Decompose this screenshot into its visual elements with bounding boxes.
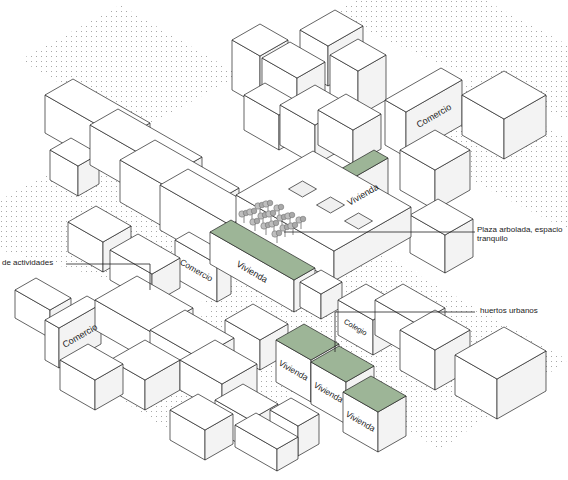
green-roof [210, 220, 315, 280]
callout-label: huertos urbanos [478, 306, 540, 315]
building-roof [455, 327, 546, 379]
courtyard [345, 213, 373, 229]
leader-line [335, 312, 475, 352]
tree-crown [300, 216, 306, 222]
tree-crown [276, 230, 282, 236]
tree-crown [289, 212, 295, 218]
building-block [343, 376, 406, 452]
callout-label: Plaza arbolada, espacio tranquilo [475, 225, 565, 243]
tree-group [239, 200, 306, 243]
tree [288, 222, 298, 235]
building-roof [262, 42, 325, 78]
building-label: Vivienda [235, 259, 270, 285]
tree-crown [254, 218, 260, 224]
building-block [60, 344, 123, 410]
leader-line [66, 264, 150, 290]
courtyard [317, 197, 345, 213]
building-roof [410, 199, 473, 235]
building-roof [236, 151, 411, 251]
building-roof [180, 340, 257, 384]
tree [272, 230, 282, 243]
tree-crown [270, 210, 276, 216]
building-label: Vivienda [277, 359, 310, 384]
building-roof [68, 206, 131, 242]
building-roof [462, 71, 546, 119]
leader-group [66, 232, 475, 352]
building-block [210, 220, 315, 312]
tree [296, 216, 306, 229]
building-roof [318, 94, 381, 130]
building-roof [15, 278, 71, 310]
building-roof [300, 270, 342, 294]
tree-crown [273, 220, 279, 226]
building-roof [110, 234, 180, 274]
building-roof [300, 10, 363, 46]
building-label: Vivienda [312, 381, 345, 406]
building-roof [270, 398, 319, 426]
building-block [235, 413, 298, 471]
building-block [170, 394, 233, 460]
building-roof [400, 130, 470, 170]
building-block [455, 327, 546, 419]
building-group [15, 10, 546, 471]
building-label: Comercio [178, 258, 214, 285]
building-label: Vivienda [346, 182, 381, 208]
tree-crown [267, 200, 273, 206]
building-label: Vivienda [344, 410, 377, 435]
building-block [410, 199, 473, 273]
building-roof [60, 344, 123, 380]
leader-line [284, 232, 475, 233]
tree-crown [292, 222, 298, 228]
ground-stipple [0, 0, 568, 450]
building-block [400, 130, 470, 210]
building-block [462, 71, 546, 159]
tree-crown [278, 204, 284, 210]
building-roof [225, 304, 288, 340]
building-roof [330, 39, 386, 71]
building-label: Comercio [61, 322, 100, 350]
building-roof [170, 394, 233, 430]
courtyard [289, 181, 317, 197]
building-label: Comercio [415, 102, 454, 130]
building-roof [400, 310, 470, 350]
tree [250, 218, 260, 231]
callout-label: de actividades [0, 258, 55, 267]
green-roof [343, 376, 406, 412]
building-roof [235, 413, 298, 449]
green-roof [311, 346, 374, 382]
building-label: Colegio [342, 318, 368, 338]
tree-crown [251, 208, 257, 214]
